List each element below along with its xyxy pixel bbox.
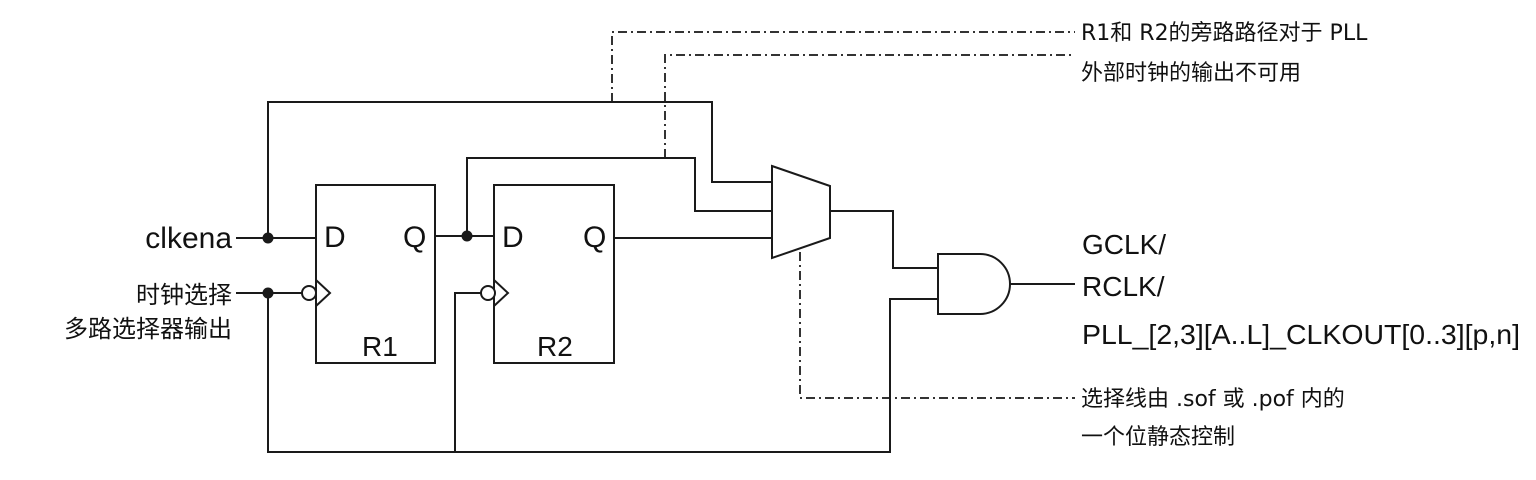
bypass-annotation-line-2	[664, 54, 1075, 158]
output-label-line1: GCLK/	[1082, 229, 1166, 260]
bypass-note-line2: 外部时钟的输出不可用	[1081, 61, 1301, 86]
and-gate	[937, 253, 1011, 315]
r1-q-port: Q	[403, 221, 426, 254]
clkena-junction	[262, 232, 274, 244]
r2-d-port: D	[502, 221, 524, 254]
output-label-line3: PLL_[2,3][A..L]_CLKOUT[0..3][p,n]	[1082, 319, 1520, 350]
bypass-note-line1: R1和 R2的旁路路径对于 PLL	[1081, 21, 1368, 46]
q1-junction	[461, 230, 473, 242]
r1-d-port: D	[324, 221, 346, 254]
clksel-junction	[262, 287, 274, 299]
r2-clock-wire	[454, 292, 481, 452]
mux-to-and-wire	[830, 210, 938, 269]
r2-q-port: Q	[583, 221, 606, 254]
register-r1	[301, 184, 436, 364]
r2-name: R2	[537, 331, 573, 362]
q1-bypass-wire	[466, 157, 772, 236]
clksel-label-line1: 时钟选择	[136, 281, 232, 309]
select-note-line2: 一个位静态控制	[1081, 425, 1235, 450]
r1-name: R1	[362, 331, 398, 362]
select-note-line1: 选择线由 .sof 或 .pof 内的	[1081, 387, 1345, 412]
clksel-label-line2: 多路选择器输出	[64, 315, 232, 343]
clkena-label: clkena	[145, 222, 232, 255]
output-label-line2: RCLK/	[1082, 271, 1165, 302]
clkena-bypass-wire	[267, 101, 772, 238]
bypass-annotation-line-1	[611, 31, 1075, 102]
select-annotation-line	[799, 252, 1075, 399]
register-r2	[480, 184, 615, 364]
clksel-loop-wire	[267, 293, 938, 453]
multiplexer	[771, 164, 831, 260]
